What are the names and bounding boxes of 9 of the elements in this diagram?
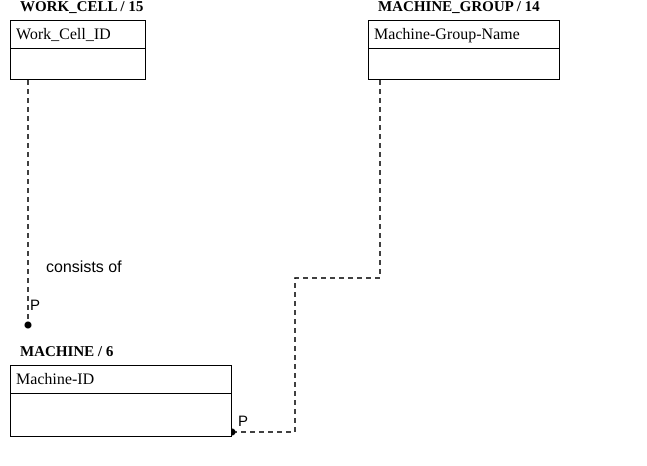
relationship-line bbox=[24, 80, 32, 328]
entity-name: WORK_CELL / 15 bbox=[20, 0, 144, 15]
entity-name: MACHINE / 6 bbox=[20, 345, 114, 360]
key-attribute: Work_Cell_ID bbox=[16, 24, 111, 44]
cardinality-label: P bbox=[30, 298, 40, 313]
entity-name: MACHINE_GROUP / 14 bbox=[378, 0, 540, 15]
key-attribute: Machine-Group-Name bbox=[374, 24, 520, 44]
cardinality-label: P bbox=[238, 414, 248, 429]
key-attribute: Machine-ID bbox=[16, 370, 94, 390]
